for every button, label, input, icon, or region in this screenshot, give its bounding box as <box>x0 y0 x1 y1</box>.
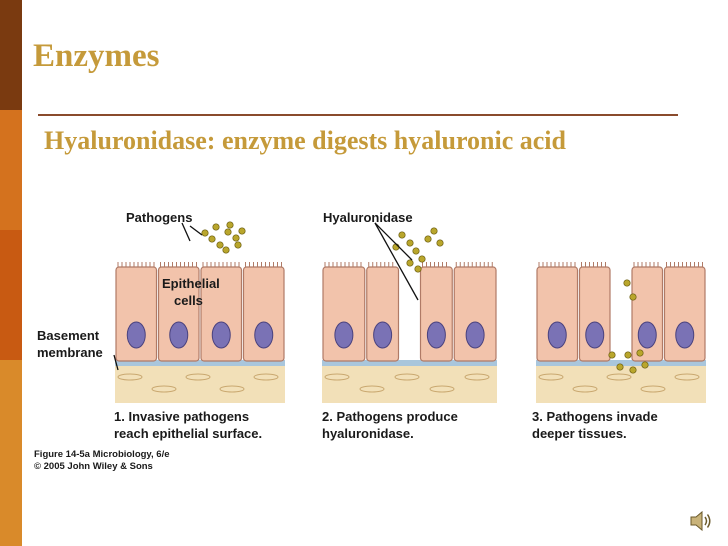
pathogen <box>616 363 624 371</box>
cell-nucleus <box>426 321 446 349</box>
sidebar-segment <box>0 230 22 360</box>
pathogen <box>201 229 209 237</box>
slide-subtitle: Hyaluronidase: enzyme digests hyaluronic… <box>44 126 566 155</box>
sidebar-segment <box>0 0 22 110</box>
cell-nucleus <box>465 321 485 349</box>
tissue-fibroblast <box>572 385 598 393</box>
pathogen <box>406 259 414 267</box>
basement-membrane <box>536 360 706 366</box>
basement-membrane <box>115 360 285 366</box>
basement-membrane <box>322 360 497 366</box>
epithelial-cell <box>242 266 285 362</box>
cell-nucleus <box>254 321 274 349</box>
cell-nucleus <box>126 321 146 349</box>
pathogen <box>212 223 220 231</box>
epithelial-cell <box>453 266 497 362</box>
epithelial-cell <box>322 266 366 362</box>
caption-1-line2: reach epithelial surface. <box>114 426 262 441</box>
pathogen <box>406 239 414 247</box>
caption-2-line2: hyaluronidase. <box>322 426 414 441</box>
epithelial-cell <box>157 266 200 362</box>
pathogen <box>398 231 406 239</box>
cell-nucleus <box>211 321 231 349</box>
pathogen <box>222 246 230 254</box>
pathogens-label: Pathogens <box>126 210 192 225</box>
pathogen <box>414 265 422 273</box>
pathogen <box>232 234 240 242</box>
pathogen <box>624 351 632 359</box>
cell-nucleus <box>585 321 605 349</box>
cell-nucleus <box>334 321 354 349</box>
tissue-panel <box>536 262 706 403</box>
pathogen <box>418 255 426 263</box>
connective-tissue <box>322 365 497 403</box>
pathogen <box>636 349 644 357</box>
tissue-fibroblast <box>606 373 632 381</box>
sidebar-segment <box>0 110 22 230</box>
pathogen <box>208 235 216 243</box>
epithelial-cell <box>536 266 579 362</box>
cell-nucleus <box>675 321 695 349</box>
caption-1-line1: 1. Invasive pathogens <box>114 409 249 424</box>
pathogen <box>430 227 438 235</box>
pathogen <box>641 361 649 369</box>
cell-nucleus <box>547 321 567 349</box>
sidebar-segment <box>0 360 22 546</box>
figure-credit-1: Figure 14-5a Microbiology, 6/e <box>34 449 170 460</box>
pathogen <box>436 239 444 247</box>
tissue-fibroblast <box>359 385 385 393</box>
caption-3-line1: 3. Pathogens invade <box>532 409 658 424</box>
hyaluronidase-figure: Pathogens Hyaluronidase Epithelial cells… <box>34 210 706 472</box>
tissue-fibroblast <box>464 373 490 381</box>
epithelial-cell <box>663 266 706 362</box>
tissue-fibroblast <box>219 385 245 393</box>
sidebar-decoration <box>0 0 22 546</box>
cell-nucleus <box>637 321 657 349</box>
pathogen <box>623 279 631 287</box>
epithelial-cell <box>115 266 158 362</box>
tissue-fibroblast <box>394 373 420 381</box>
pathogen <box>224 228 232 236</box>
slide-title: Enzymes <box>33 38 160 74</box>
pathogen <box>412 247 420 255</box>
cell-nucleus <box>373 321 393 349</box>
tissue-fibroblast <box>674 373 700 381</box>
tissue-panel <box>322 262 497 403</box>
tissue-fibroblast <box>538 373 564 381</box>
pathogen-cluster <box>201 221 649 374</box>
tissue-fibroblast <box>253 373 279 381</box>
tissue-fibroblast <box>117 373 143 381</box>
pathogen <box>238 227 246 235</box>
epithelial-cells-label-2: cells <box>174 293 203 308</box>
title-divider <box>38 114 678 116</box>
epithelial-cell <box>200 266 243 362</box>
pathogen <box>629 293 637 301</box>
pathogen <box>424 235 432 243</box>
basement-membrane-label-1: Basement <box>37 328 100 343</box>
tissue-fibroblast <box>429 385 455 393</box>
hyaluronidase-label: Hyaluronidase <box>323 210 413 225</box>
epithelial-cells-label-1: Epithelial <box>162 276 220 291</box>
caption-2-line1: 2. Pathogens produce <box>322 409 458 424</box>
connective-tissue <box>536 365 706 403</box>
tissue-fibroblast <box>640 385 666 393</box>
pathogen <box>629 366 637 374</box>
caption-3-line2: deeper tissues. <box>532 426 627 441</box>
pathogen <box>234 241 242 249</box>
pathogen <box>608 351 616 359</box>
connective-tissue <box>115 365 285 403</box>
figure-credit-2: © 2005 John Wiley & Sons <box>34 461 153 472</box>
tissue-fibroblast <box>185 373 211 381</box>
pathogen <box>216 241 224 249</box>
tissue-panel <box>115 262 285 403</box>
speaker-icon[interactable] <box>688 508 714 534</box>
tissue-fibroblast <box>151 385 177 393</box>
tissue-fibroblast <box>324 373 350 381</box>
pathogen <box>226 221 234 229</box>
cell-nucleus <box>169 321 189 349</box>
basement-membrane-label-2: membrane <box>37 345 103 360</box>
